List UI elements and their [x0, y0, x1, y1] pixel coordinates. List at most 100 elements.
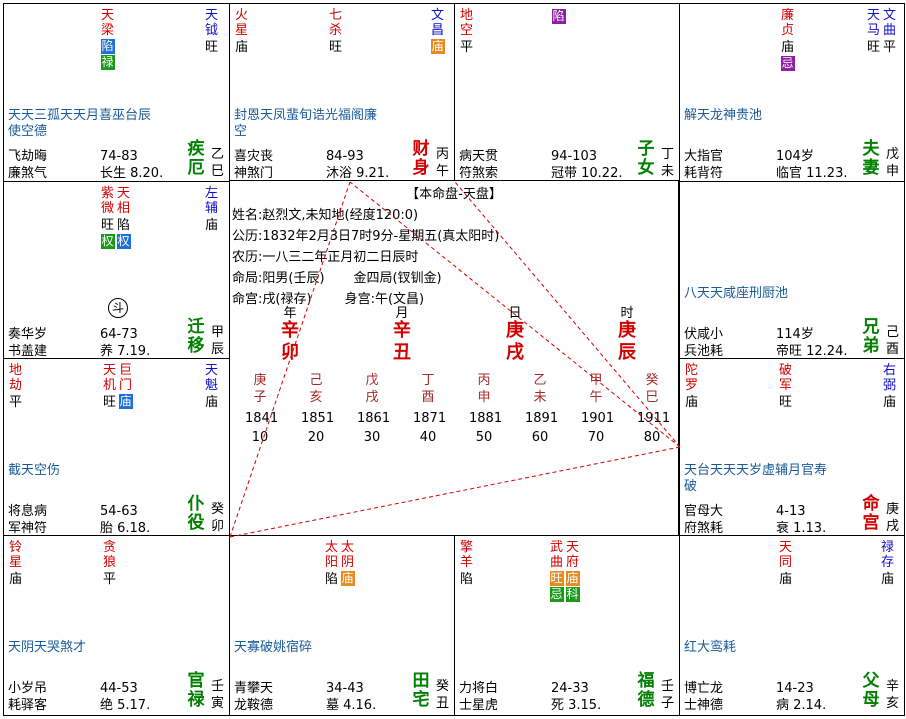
star-group: 天梁陷禄 天钺旺 — [8, 8, 225, 88]
pillar-label: 年 — [283, 306, 297, 321]
palace-name: 疾厄 — [187, 139, 205, 178]
stage-and-date: 临官 11.23. — [776, 166, 848, 181]
star[interactable]: 太阴庙 — [340, 540, 355, 586]
palace-name: 财身 — [412, 139, 430, 178]
star[interactable]: 右弼庙 — [882, 363, 897, 410]
birth-info: 姓名:赵烈文,未知地(经度120:0) 公历:1832年2月3日7时9分-星期五… — [232, 205, 499, 310]
star[interactable]: 天同庙 — [778, 540, 793, 587]
gods-2: 耗驿客 — [8, 698, 48, 713]
star[interactable]: 巨门庙 — [118, 363, 133, 409]
dayun-age: 60 — [531, 430, 549, 445]
star[interactable]: 七杀旺 — [328, 8, 343, 55]
minor-stars: 红大鸾耗 — [684, 640, 737, 655]
stage-and-date: 病 2.14. — [776, 698, 827, 713]
gods-1: 飞劫晦 — [8, 149, 48, 164]
star-name: 地劫 — [8, 363, 22, 393]
star-brightness: 平 — [882, 40, 896, 55]
star-name: 禄存 — [880, 540, 894, 570]
dayun-stem: 甲 — [589, 373, 603, 388]
star[interactable]: 地劫平 — [8, 363, 23, 410]
age-range: 74-83 — [100, 149, 138, 164]
star[interactable]: 武曲旺忌 — [549, 540, 564, 602]
gods-1: 力将白 — [459, 681, 499, 696]
pillar-branch: 戌 — [506, 342, 524, 363]
star-brightness: 平 — [459, 40, 473, 55]
star[interactable]: 陷 — [551, 8, 566, 24]
gods-2: 士神德 — [684, 698, 724, 713]
star-name: 破军 — [778, 363, 792, 393]
dayun-year: 1861 — [357, 411, 391, 426]
dayun-branch: 亥 — [309, 390, 323, 405]
star[interactable]: 廉贞庙忌 — [780, 8, 795, 71]
star[interactable]: 破军旺 — [778, 363, 793, 410]
star-transform-badge: 庙 — [340, 571, 355, 586]
star-name: 火星 — [234, 8, 248, 38]
star-name: 左辅 — [204, 186, 218, 216]
palace-name: 兄弟 — [862, 317, 880, 356]
star-brightness: 庙 — [684, 395, 698, 410]
star[interactable]: 天机旺 — [102, 363, 117, 410]
star-name: 太阳 — [324, 540, 338, 570]
star[interactable]: 贪狼平 — [102, 540, 117, 587]
star[interactable]: 天马旺 — [866, 8, 881, 55]
star[interactable]: 擎羊陷 — [459, 540, 474, 587]
pillar-stem: 庚 — [506, 320, 524, 341]
star[interactable]: 文昌庙 — [430, 8, 445, 54]
star[interactable]: 陀罗庙 — [684, 363, 699, 410]
star[interactable]: 天魁庙 — [204, 363, 219, 410]
star[interactable]: 天府庙科 — [565, 540, 580, 602]
pillar-hour: 时 庚 辰 — [607, 302, 647, 364]
star-name: 擎羊 — [459, 540, 473, 570]
palace-name: 夫妻 — [862, 139, 880, 178]
gods-1: 喜灾丧 — [234, 149, 274, 164]
palace-name: 父母 — [862, 671, 880, 710]
star[interactable]: 地空平 — [459, 8, 474, 55]
stage-and-date: 冠带 10.22. — [551, 166, 623, 181]
star[interactable]: 铃星庙 — [8, 540, 23, 587]
star-brightness: 陷 — [116, 218, 130, 233]
dayun-branch: 巳 — [645, 390, 659, 405]
dayun-age: 30 — [363, 430, 381, 445]
star[interactable]: 紫微旺权 — [100, 186, 115, 249]
god-row-2: 符煞索冠带 10.22. — [459, 166, 675, 181]
star[interactable]: 左辅庙 — [204, 186, 219, 233]
star[interactable]: 天梁陷禄 — [100, 8, 115, 70]
star[interactable]: 天相陷权 — [116, 186, 131, 249]
star-transform-badge: 旺 — [549, 571, 564, 586]
pillar-day: 日 庚 戌 — [495, 302, 535, 364]
star[interactable]: 天钺旺 — [204, 8, 219, 55]
age-range: 14-23 — [776, 681, 814, 696]
star[interactable]: 文曲平 — [882, 8, 897, 55]
gods-1: 大指官 — [684, 149, 724, 164]
star-group: 火星庙 七杀旺 文昌庙 — [234, 8, 450, 88]
star[interactable]: 火星庙 — [234, 8, 249, 55]
palace-ganzhi: 戊申 — [885, 147, 899, 179]
minor-stars: 封恩天凤蜚旬诰光福阁廉空 — [234, 108, 378, 139]
star[interactable]: 太阳陷 — [324, 540, 339, 587]
star[interactable]: 禄存庙 — [880, 540, 895, 587]
dayun-age: 40 — [419, 430, 437, 445]
palace-ganzhi: 庚戌 — [885, 502, 899, 534]
